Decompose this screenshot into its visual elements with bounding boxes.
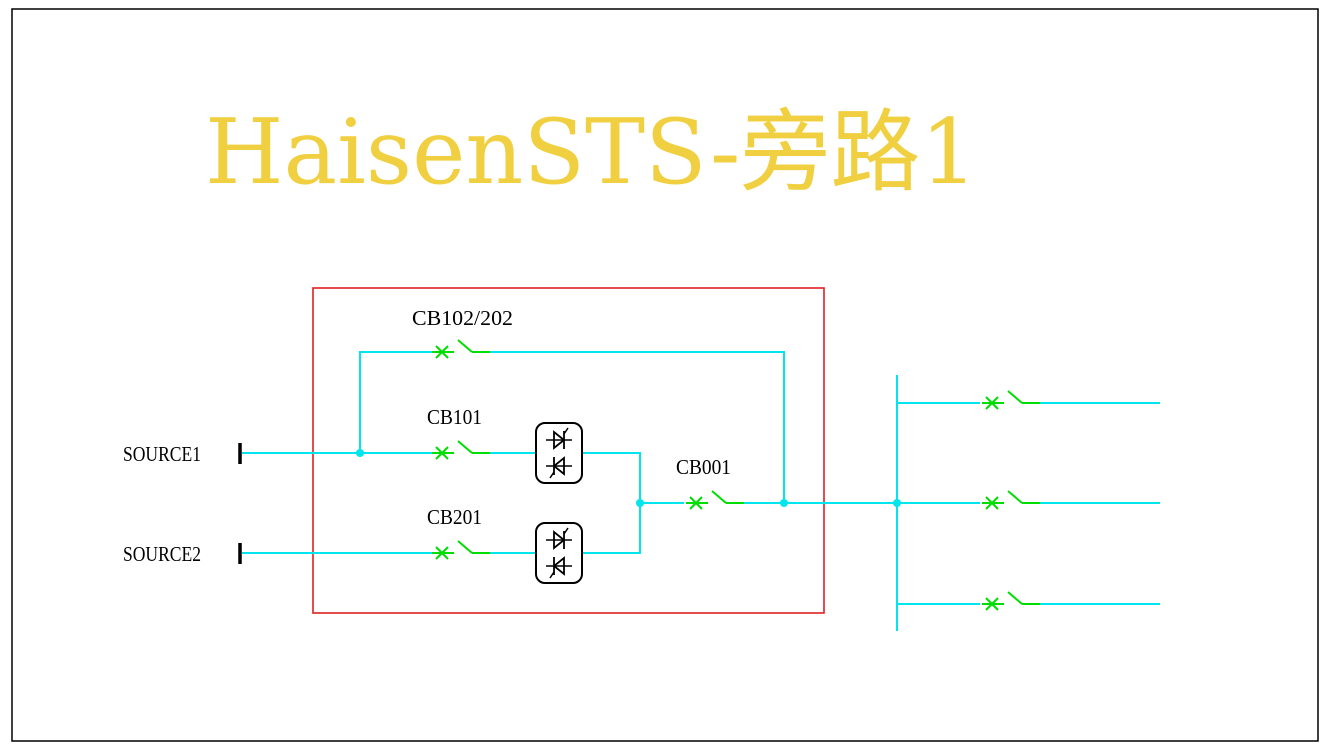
junction-dot-icon: [893, 499, 901, 507]
scr1-thyristor-switch-icon[interactable]: [535, 422, 583, 484]
feeder2-breaker-icon[interactable]: [981, 490, 1041, 510]
scr1-out-line: [582, 452, 641, 503]
diagram-title: HaisenSTS-旁路1: [205, 100, 978, 205]
cb201-label: CB201: [427, 505, 482, 529]
cb102-202-breaker-icon[interactable]: [431, 339, 491, 359]
scr2-out-line: [582, 503, 641, 554]
feeder1-breaker-icon[interactable]: [981, 390, 1041, 410]
cb102-202-label: CB102/202: [412, 306, 513, 330]
scr2-thyristor-switch-icon[interactable]: [535, 522, 583, 584]
cb001-breaker-icon[interactable]: [685, 490, 745, 510]
junction-dot-icon: [780, 499, 788, 507]
cb101-breaker-icon[interactable]: [431, 440, 491, 460]
cb001-label: CB001: [676, 455, 731, 479]
cb101-label: CB101: [427, 405, 482, 429]
drawing-frame: [11, 8, 1319, 742]
source1-label: SOURCE1: [123, 442, 201, 466]
junction-dot-icon: [356, 449, 364, 457]
bypass-out-line: [490, 351, 785, 503]
bus-lines: [242, 351, 1160, 631]
bypass-in-line: [359, 351, 432, 453]
feeder3-breaker-icon[interactable]: [981, 591, 1041, 611]
source2-label: SOURCE2: [123, 542, 201, 566]
junction-dot-icon: [636, 499, 644, 507]
sts-enclosure-box: [312, 287, 825, 614]
cb201-breaker-icon[interactable]: [431, 540, 491, 560]
